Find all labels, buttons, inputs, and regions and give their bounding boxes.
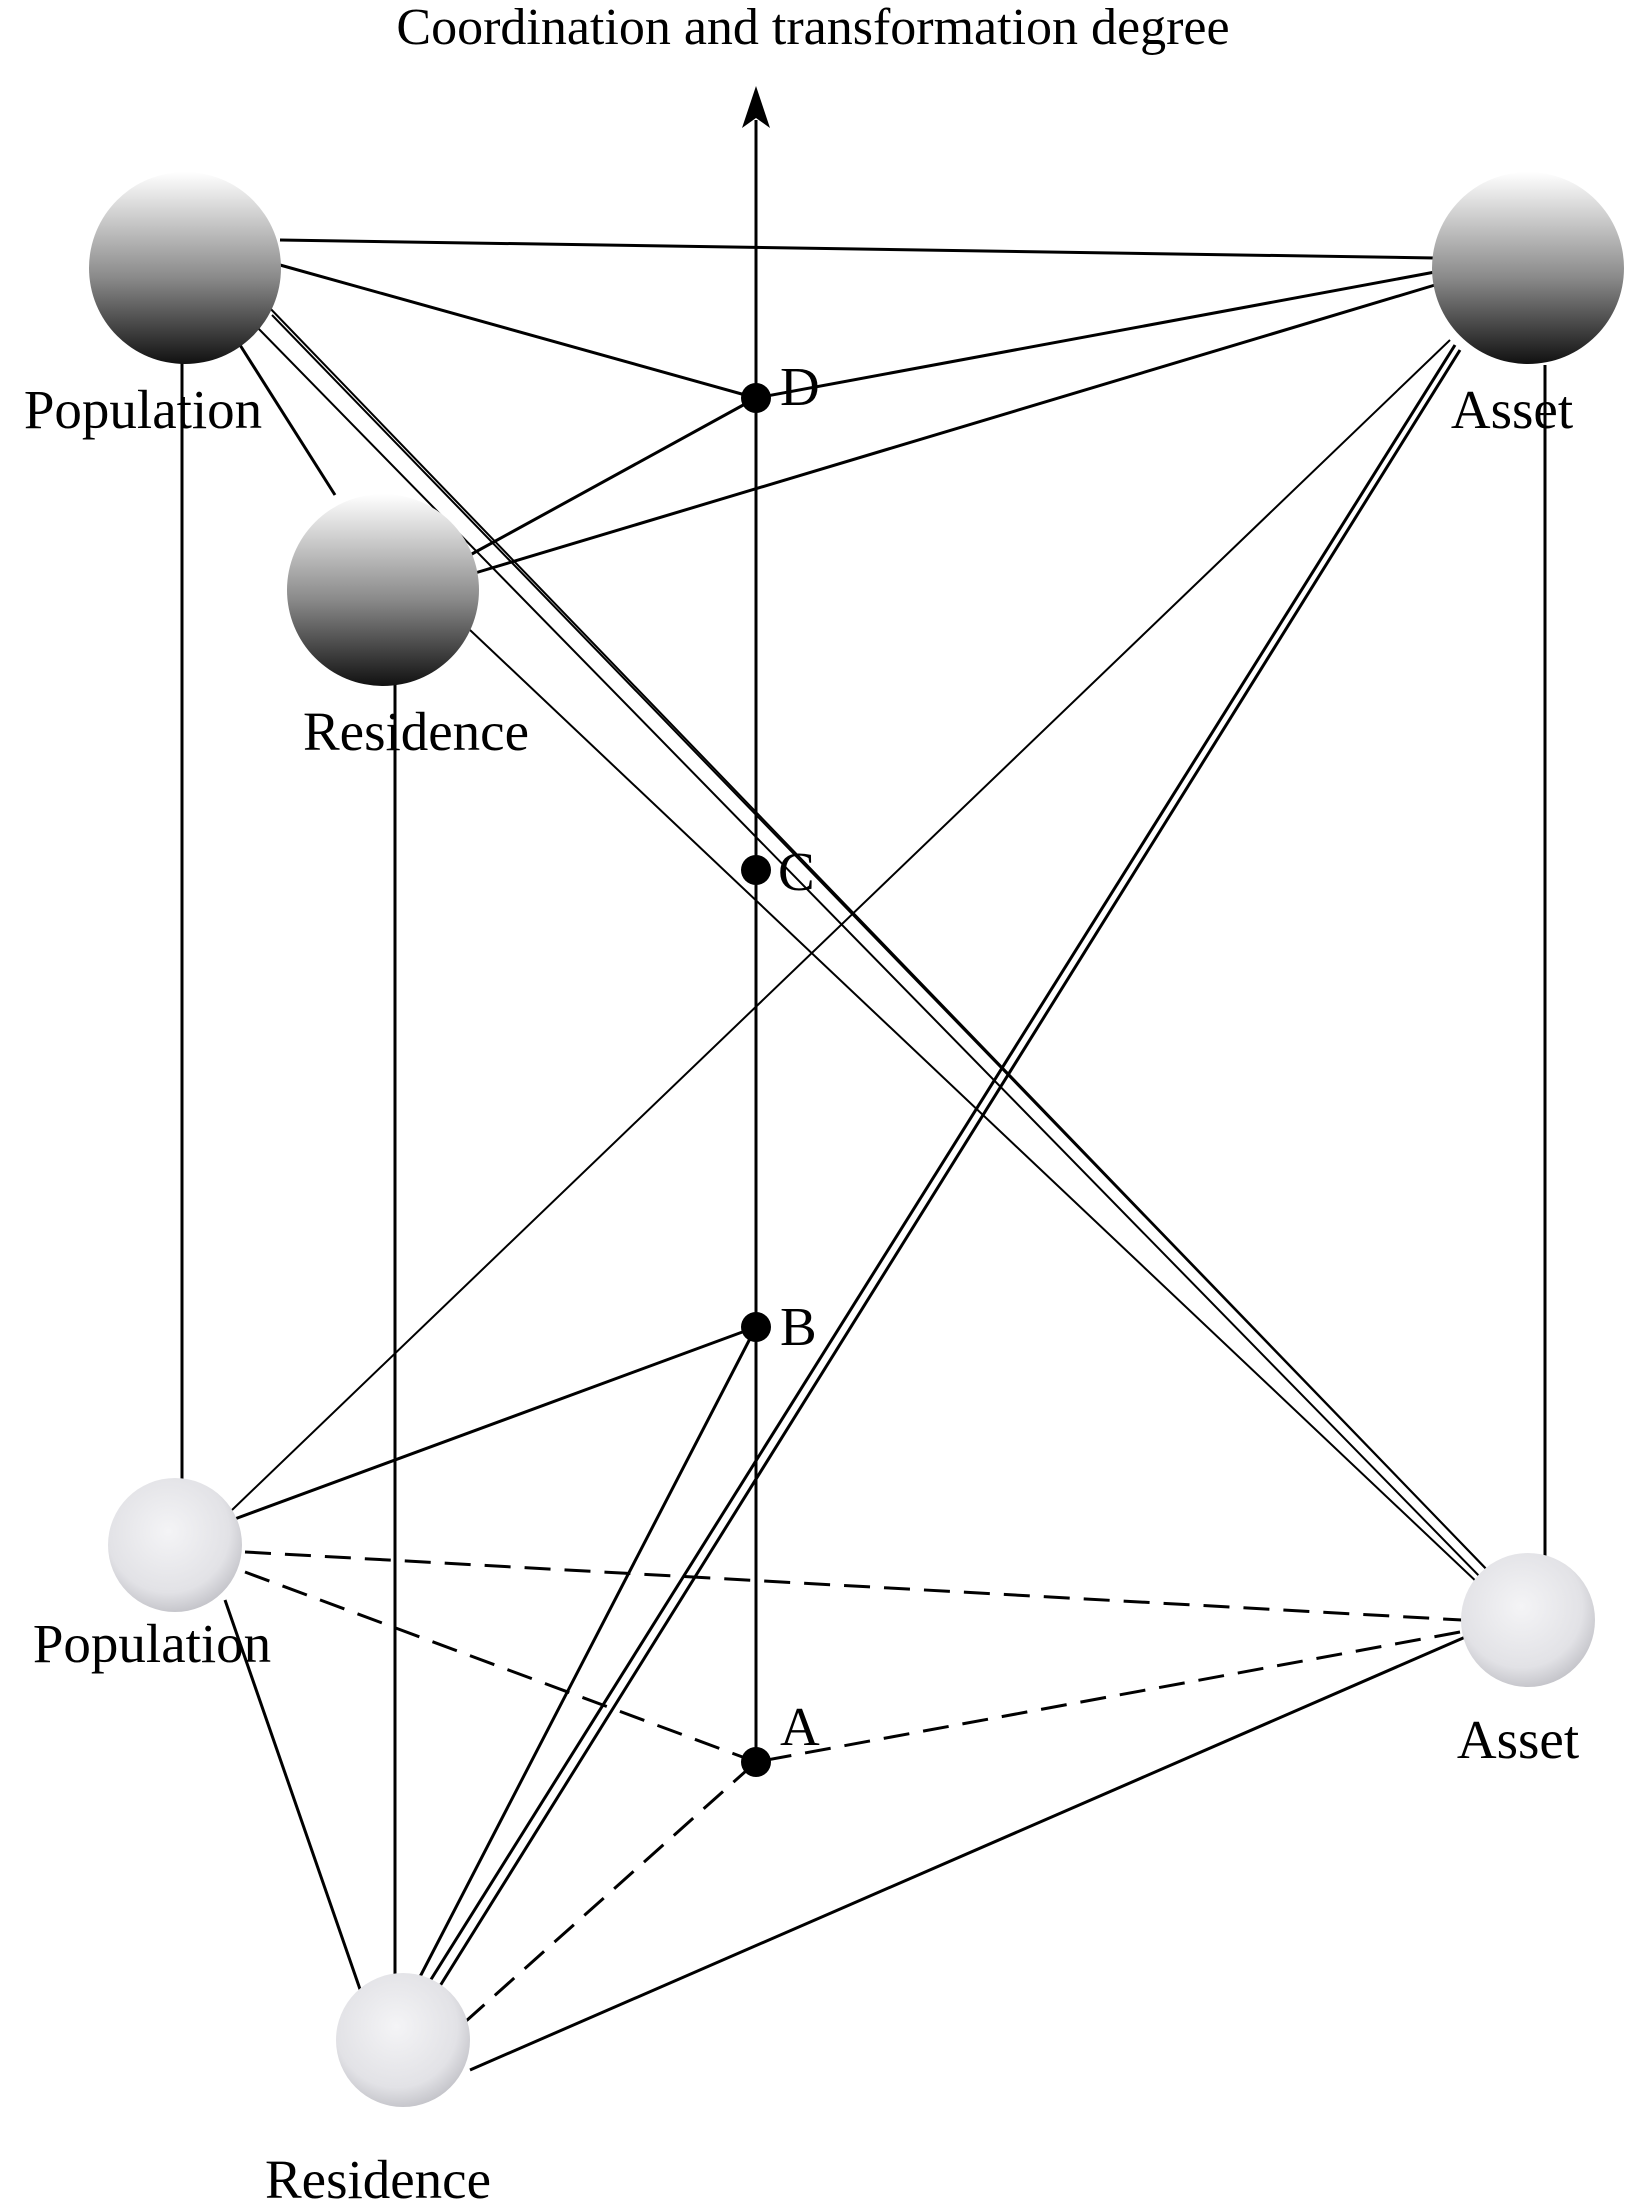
point-c-label: C: [778, 841, 815, 902]
sphere-top-asset: [1432, 172, 1624, 364]
point-d-label: D: [780, 356, 820, 417]
point-a: [741, 1747, 771, 1777]
edge-bottom-population-asset-dashed: [244, 1550, 1463, 1622]
edge-population-b: [231, 1325, 757, 1522]
edge-residence-b: [406, 1326, 758, 2001]
edge-residence-a-dashed: [464, 1760, 757, 2024]
edge-population-d: [279, 263, 757, 400]
edge-top-population-residence: [238, 344, 337, 496]
edge-bottom-population-residence: [223, 1599, 364, 1996]
diag-asset-residence-bottom-2: [423, 349, 1462, 2011]
diag-population-asset-2: [271, 314, 1496, 1579]
point-b-label: B: [780, 1296, 817, 1357]
edge-residence-d: [469, 396, 757, 557]
label-top-asset: Asset: [1451, 379, 1573, 440]
edge-top-residence-asset: [474, 283, 1436, 575]
edge-asset-a-dashed: [755, 1630, 1461, 1764]
edge-asset-d: [755, 270, 1436, 400]
sphere-top-residence: [287, 494, 479, 686]
diag-residence-asset: [469, 629, 1481, 1586]
sphere-top-population: [89, 172, 281, 364]
edge-top-population-asset: [279, 238, 1436, 260]
point-d: [741, 383, 771, 413]
point-c: [741, 855, 771, 885]
edge-population-a-dashed: [244, 1570, 757, 1764]
edge-bottom-residence-asset: [469, 1633, 1471, 2072]
diag-asset-population-bottom: [231, 339, 1451, 1511]
point-b: [741, 1312, 771, 1342]
sphere-bottom-population: [108, 1478, 242, 1612]
axis-title: Coordination and transformation degree: [396, 0, 1229, 56]
diag-asset-residence-bottom-1: [413, 344, 1457, 2006]
label-bottom-residence: Residence: [265, 2149, 491, 2203]
point-a-label: A: [780, 1696, 820, 1757]
label-bottom-asset: Asset: [1457, 1709, 1579, 1770]
sphere-bottom-residence: [336, 1973, 470, 2107]
label-bottom-population: Population: [33, 1613, 271, 1674]
axis-arrowhead: [742, 86, 770, 128]
label-top-population: Population: [24, 379, 262, 440]
label-top-residence: Residence: [303, 701, 529, 762]
sphere-bottom-asset: [1461, 1553, 1595, 1687]
